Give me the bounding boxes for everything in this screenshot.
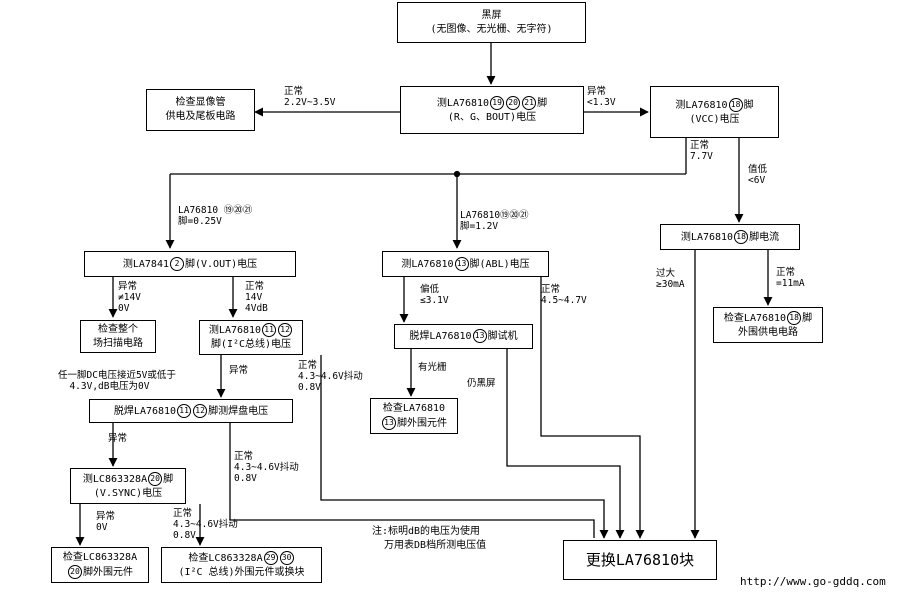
check-field-line1: 检查整个 xyxy=(98,323,138,335)
pin-2: 2 xyxy=(169,256,184,271)
measure-current-pre: 测LA76810 xyxy=(680,231,734,243)
pin-20: 20 xyxy=(148,471,163,486)
label-has-raster: 有光栅 xyxy=(418,362,447,373)
check-lc2930-pre: 检查LC863328A xyxy=(188,552,263,564)
pin-30: 30 xyxy=(279,550,294,565)
label-abnormal-13: 异常 <1.3V xyxy=(587,86,616,108)
measure-vcc-post: 脚 xyxy=(743,99,754,111)
pin-11: 11 xyxy=(262,323,277,337)
label-abnormal-14: 异常 ≠14V 0V xyxy=(118,281,141,314)
check-18-pre: 检查LA76810 xyxy=(723,312,787,324)
check-lc2930-line2: (I²C 总线)外围元件或换块 xyxy=(178,566,305,578)
check-13-post: 脚外围元件 xyxy=(397,417,447,429)
check-18-line2: 外围供电电路 xyxy=(738,326,798,338)
label-low-31: 偏低 ≤3.1V xyxy=(420,284,449,306)
label-normal-jitter-c: 正常 4.3~4.6V抖动 0.8V xyxy=(173,508,238,541)
measure-rgb-line2: (R、G、BOUT)电压 xyxy=(447,111,537,123)
pin-11: 11 xyxy=(177,403,192,418)
measure-la7841-pre: 测LA7841 xyxy=(122,258,169,270)
check-crt-line2: 供电及尾板电路 xyxy=(165,111,236,122)
measure-lc20-pre: 测LC863328A xyxy=(82,473,148,485)
label-abnormal-c: 异常 0V xyxy=(96,511,116,533)
measure-abl-pre: 测LA76810 xyxy=(401,258,454,270)
pin-12: 12 xyxy=(278,323,293,337)
pin-18: 18 xyxy=(728,97,743,112)
label-normal-jitter-a: 正常 4.3~4.6V抖动 0.8V xyxy=(298,360,363,393)
measure-lc20-post: 脚 xyxy=(163,473,174,485)
pin-20: 20 xyxy=(506,95,521,110)
start-line2: (无图像、无光栅、无字符) xyxy=(430,23,553,35)
label-normal-77: 正常 7.7V xyxy=(690,140,713,162)
check-crt-box: 检查显像管 供电及尾板电路 xyxy=(146,89,255,131)
label-la-025: LA76810 ⑲⑳㉑ 脚=0.25V xyxy=(178,205,253,227)
pin-18: 18 xyxy=(734,229,749,244)
pin-13: 13 xyxy=(454,256,469,271)
check-lc20-line1: 检查LC863328A xyxy=(62,551,138,563)
measure-abl-post: 脚(ABL)电压 xyxy=(469,258,530,270)
start-black-screen-box: 黑屏 (无图像、无光栅、无字符) xyxy=(397,2,586,43)
check-field-scan-box: 检查整个 场扫描电路 xyxy=(80,320,156,353)
pin-13: 13 xyxy=(382,415,396,430)
label-abnormal-b: 异常 xyxy=(108,433,128,444)
pin-20: 20 xyxy=(68,564,82,579)
desolder-1112-pre: 脱焊LA76810 xyxy=(113,405,177,417)
measure-1112-line2: 脚(I²C总线)电压 xyxy=(210,339,292,350)
measure-1112-pre: 测LA76810 xyxy=(208,325,262,336)
check-lc20-post: 脚外围元件 xyxy=(83,566,133,578)
replace-line1: 更换LA76810块 xyxy=(585,551,695,569)
label-la-12: LA76810⑲⑳㉑ 脚=1.2V xyxy=(460,210,529,232)
label-abnormal-a: 异常 xyxy=(229,365,249,376)
measure-la7841-post: 脚(V.OUT)电压 xyxy=(184,258,258,270)
pin-18: 18 xyxy=(787,310,802,325)
check-13-line1: 检查LA76810 xyxy=(382,402,446,414)
label-low-6: 值低 <6V xyxy=(748,164,768,186)
desolder-1112-post: 脚测焊盘电压 xyxy=(208,405,269,417)
start-line1: 黑屏 xyxy=(481,9,502,21)
label-normal-45-47: 正常 4.5~4.7V xyxy=(541,284,587,306)
label-normal-11ma: 正常 =11mA xyxy=(776,267,805,289)
footnote: 注:标明dB的电压为使用 万用表DB档所测电压值 xyxy=(372,526,487,551)
desolder-13-pre: 脱焊LA76810 xyxy=(409,331,472,342)
label-normal-jitter-b: 正常 4.3~4.6V抖动 0.8V xyxy=(234,451,299,484)
label-still-black: 仍黑屏 xyxy=(467,378,496,389)
label-overcurrent: 过大 ≥30mA xyxy=(656,268,685,290)
desolder-13-post: 脚试机 xyxy=(487,331,518,342)
measure-current-post: 脚电流 xyxy=(749,231,780,243)
pin-13: 13 xyxy=(472,329,487,343)
label-any-pin: 任一脚DC电压接近5V或低于 4.3V,dB电压为0V xyxy=(58,370,176,392)
pin-29: 29 xyxy=(263,550,278,565)
measure-rgb-pre: 测LA76810 xyxy=(436,97,490,109)
check-field-line2: 场扫描电路 xyxy=(93,337,143,349)
measure-lc20-line2: (V.SYNC)电压 xyxy=(93,487,163,499)
measure-vcc-line2: (VCC)电压 xyxy=(689,113,740,125)
replace-la76810-box: 更换LA76810块 xyxy=(563,540,717,580)
check-18-post: 脚 xyxy=(802,312,813,324)
measure-vcc-pre: 测LA76810 xyxy=(675,99,728,111)
measure-rgb-post: 脚 xyxy=(537,97,548,109)
label-normal-14: 正常 14V 4VdB xyxy=(245,281,268,314)
check-crt-line1: 检查显像管 xyxy=(175,97,226,108)
pin-19: 19 xyxy=(490,95,505,110)
site-url: http://www.go-gddq.com xyxy=(740,575,886,588)
label-normal-22-35: 正常 2.2V~3.5V xyxy=(284,86,336,108)
pin-12: 12 xyxy=(193,403,208,418)
pin-21: 21 xyxy=(522,95,537,110)
